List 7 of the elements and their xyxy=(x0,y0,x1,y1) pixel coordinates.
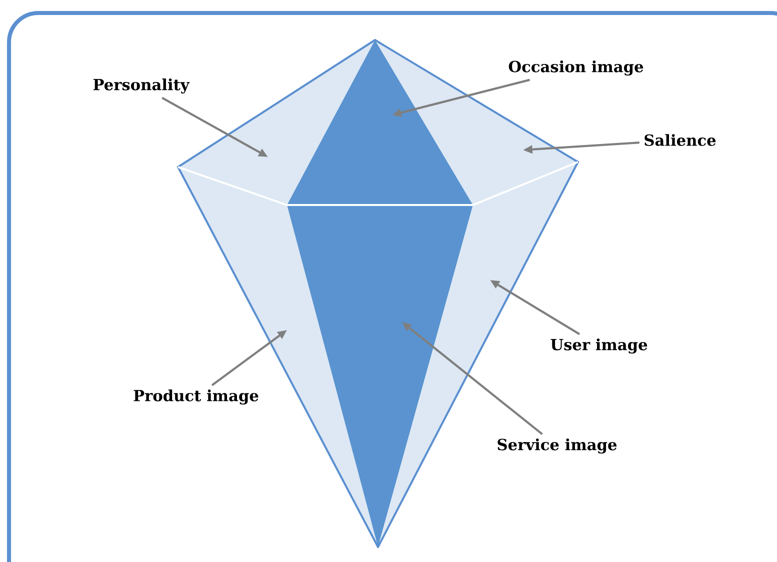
label-text: Product image xyxy=(134,389,258,405)
facet xyxy=(287,40,473,205)
label-text: Service image xyxy=(498,438,617,454)
label-text: Salience xyxy=(644,134,716,146)
label-text: User image xyxy=(550,338,648,354)
label-text: Occasion image xyxy=(508,60,644,76)
label-text: Personality xyxy=(93,78,190,94)
